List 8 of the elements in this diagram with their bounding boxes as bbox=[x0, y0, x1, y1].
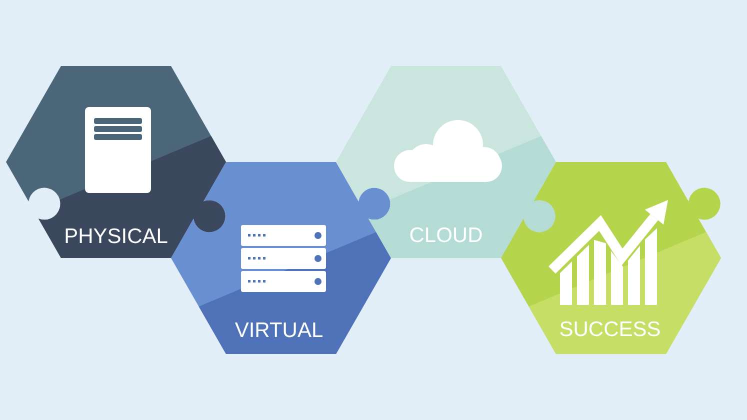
hexagon-puzzle-piece bbox=[171, 162, 391, 354]
piece-label: VIRTUAL bbox=[234, 320, 324, 342]
piece-label: PHYSICAL bbox=[64, 226, 168, 248]
hexagon-puzzle-piece bbox=[6, 66, 226, 258]
piece-label: SUCCESS bbox=[559, 319, 661, 341]
piece-label: CLOUD bbox=[409, 225, 483, 247]
hexagon-puzzle-piece bbox=[501, 162, 721, 354]
hexagon-puzzle-piece bbox=[336, 66, 556, 258]
